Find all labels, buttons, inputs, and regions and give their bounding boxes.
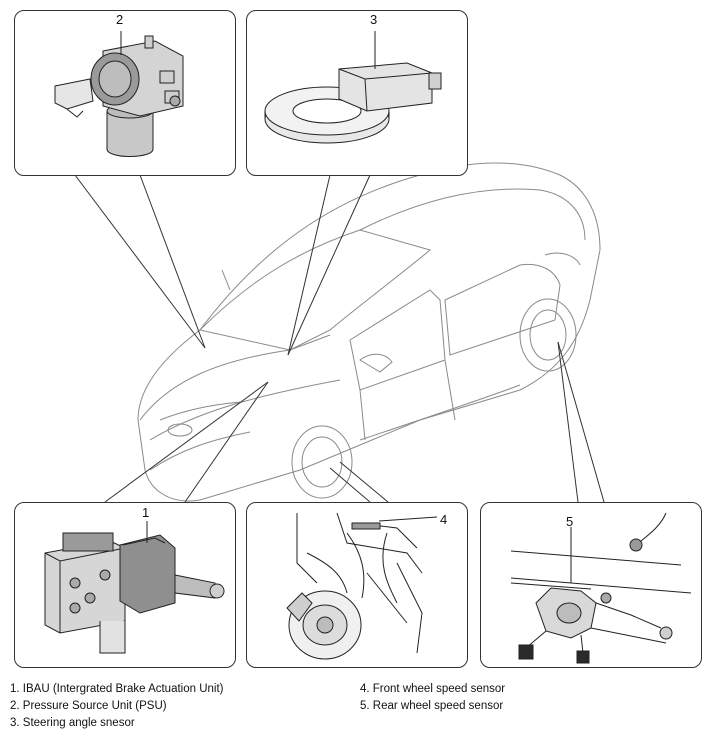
panel-ibau — [14, 502, 236, 668]
callout-4: 4 — [440, 512, 448, 527]
ibau-illustration — [44, 521, 225, 654]
rear-wheel-illustration — [510, 512, 692, 664]
callout-2: 2 — [116, 12, 124, 27]
panel-steering-sensor — [246, 10, 468, 176]
panel-front-wheel-sensor — [246, 502, 468, 668]
callout-1: 1 — [142, 505, 150, 520]
legend-item-1: 1. IBAU (Intergrated Brake Actuation Uni… — [10, 683, 224, 695]
legend-item-5: 5. Rear wheel speed sensor — [360, 700, 504, 712]
callout-5: 5 — [566, 514, 574, 529]
psu-illustration — [54, 31, 184, 157]
callout-3: 3 — [370, 12, 378, 27]
legend-item-3: 3. Steering angle snesor — [10, 717, 135, 729]
panel-rear-wheel-sensor — [480, 502, 702, 668]
front-wheel-illustration — [286, 512, 438, 660]
legend-item-4: 4. Front wheel speed sensor — [360, 683, 506, 695]
steering-sensor-illustration — [264, 31, 442, 144]
legend-item-2: 2. Pressure Source Unit (PSU) — [10, 700, 167, 712]
panel-psu — [14, 10, 236, 176]
